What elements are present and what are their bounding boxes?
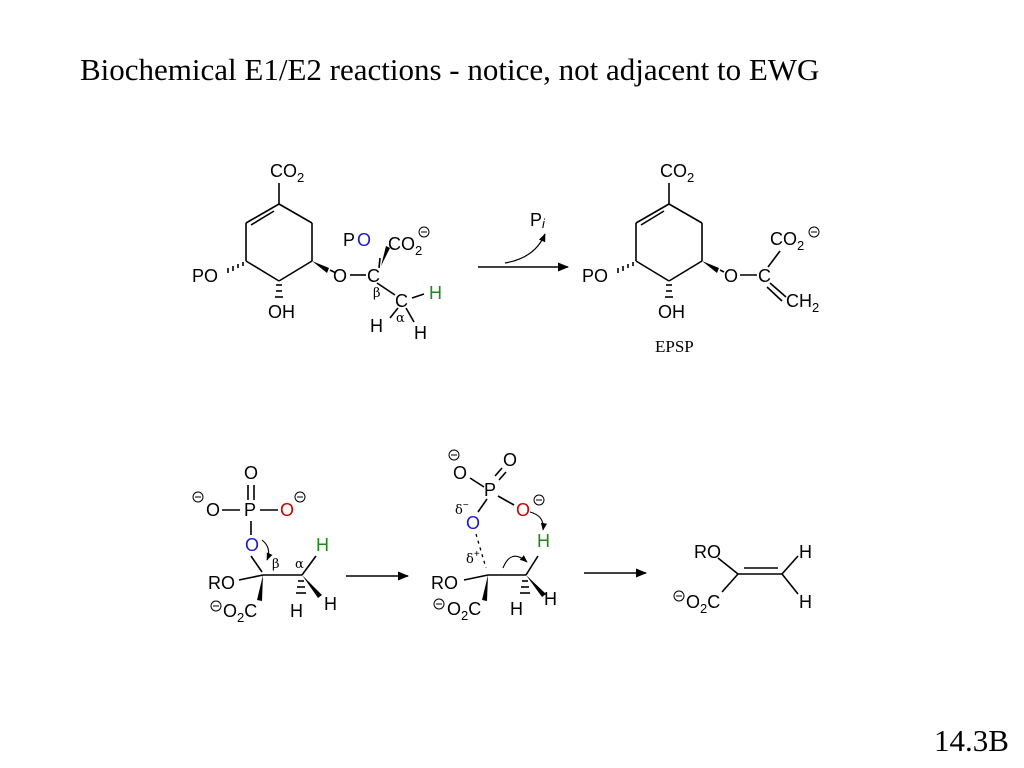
left-ro: RO bbox=[208, 573, 235, 593]
reactant-ether-oxygen: O bbox=[333, 266, 347, 286]
product-minus-charge-icon bbox=[808, 226, 820, 238]
left-phosphate-o-right: O bbox=[280, 500, 294, 520]
product-hashed-bonds bbox=[617, 262, 673, 298]
mid-h-right: H bbox=[544, 589, 557, 609]
left-h-bottom: H bbox=[290, 601, 303, 621]
product-oh: OH bbox=[658, 302, 685, 322]
product-po-left: PO bbox=[582, 266, 608, 286]
right-h-top: H bbox=[799, 542, 812, 562]
product-epsp: CO2 PO OH O C CO2 CH2 EPSP bbox=[582, 161, 820, 356]
reactant-po-left: PO bbox=[192, 266, 218, 286]
mid-carboxylate-minus-icon bbox=[433, 598, 445, 610]
mid-bridging-oxygen: O bbox=[466, 513, 480, 533]
mid-delta-plus: δ+ bbox=[466, 549, 480, 567]
right-ro: RO bbox=[694, 542, 721, 562]
reactant-h-left: H bbox=[370, 316, 383, 336]
reactant-bonds bbox=[245, 183, 425, 323]
reactant-lower-carbon: C bbox=[395, 291, 408, 311]
left-hashed-bond bbox=[296, 580, 306, 594]
product-co2-top: CO2 bbox=[660, 161, 694, 185]
mechanism-transition-state: O O P O δ− O H δ+ RO O2C bbox=[431, 449, 557, 623]
left-o-right-minus-charge-icon bbox=[294, 491, 306, 503]
reactant-co2-side: CO2 bbox=[388, 234, 422, 258]
left-bridging-oxygen: O bbox=[245, 535, 259, 555]
mid-delta-minus: δ− bbox=[455, 500, 469, 518]
reactant-h-right: H bbox=[414, 323, 427, 343]
reactant-alpha-label: α bbox=[396, 311, 405, 326]
left-carboxylate: O2C bbox=[223, 601, 257, 625]
product-ether-oxygen: O bbox=[724, 266, 738, 286]
mid-hashed-bond bbox=[520, 580, 530, 594]
product-name-epsp: EPSP bbox=[655, 337, 694, 356]
reactant-co2-top: CO2 bbox=[270, 161, 304, 185]
reactant-minus-charge-icon bbox=[418, 226, 430, 238]
product-bonds bbox=[635, 183, 787, 302]
mid-ro: RO bbox=[431, 573, 458, 593]
left-h-right: H bbox=[324, 594, 337, 614]
mid-phosphorus: P bbox=[484, 480, 496, 500]
mid-h-bottom: H bbox=[510, 599, 523, 619]
left-beta-hydrogen: H bbox=[316, 535, 329, 555]
reaction-arrow-1: Pi bbox=[478, 210, 570, 272]
slide-number: 14.3B bbox=[934, 723, 1009, 758]
reactant-phosphorus-label: P bbox=[343, 230, 355, 250]
mid-o-red-minus-icon bbox=[533, 494, 545, 506]
mid-phosphate-o-top: O bbox=[503, 450, 517, 470]
reactant-oh: OH bbox=[268, 302, 295, 322]
reactant-shikimate-3-phosphate: CO2 PO OH O C P O CO2 β C H H α H bbox=[192, 161, 442, 343]
reagent-pi: Pi bbox=[530, 210, 546, 231]
mechanism-product: RO H O2C H bbox=[673, 542, 812, 616]
reactant-leaving-oxygen: O bbox=[357, 230, 371, 250]
mid-phosphate-o-red: O bbox=[516, 500, 530, 520]
right-carboxylate: O2C bbox=[686, 592, 720, 616]
left-o-minus-charge-icon bbox=[192, 491, 204, 503]
product-ch2: CH2 bbox=[786, 291, 819, 315]
left-phosphate-o-top: O bbox=[244, 463, 258, 483]
right-h-bottom: H bbox=[799, 592, 812, 612]
left-phosphate-o-left: O bbox=[206, 500, 220, 520]
product-center-carbon: C bbox=[758, 266, 771, 286]
mid-o-left-minus-icon bbox=[448, 449, 460, 461]
reactant-beta-label: β bbox=[373, 286, 381, 301]
left-alpha-label: α bbox=[295, 557, 304, 572]
left-phosphorus: P bbox=[244, 500, 256, 520]
left-beta-label: β bbox=[272, 557, 280, 572]
left-carboxylate-minus-icon bbox=[210, 600, 222, 612]
reactant-abstracted-hydrogen: H bbox=[429, 283, 442, 303]
reactant-hashed-bonds bbox=[227, 262, 283, 298]
mid-phosphate-o-left: O bbox=[453, 463, 467, 483]
mid-transferring-hydrogen: H bbox=[537, 531, 550, 551]
mechanism-step-1: O O P O O H β α RO O2C bbox=[192, 463, 337, 625]
slide-title: Biochemical E1/E2 reactions - notice, no… bbox=[80, 52, 820, 87]
right-carboxylate-minus-icon bbox=[673, 590, 685, 602]
product-co2-side: CO2 bbox=[770, 229, 804, 253]
mid-carboxylate: O2C bbox=[447, 599, 481, 623]
reactant-center-carbon: C bbox=[367, 266, 380, 286]
